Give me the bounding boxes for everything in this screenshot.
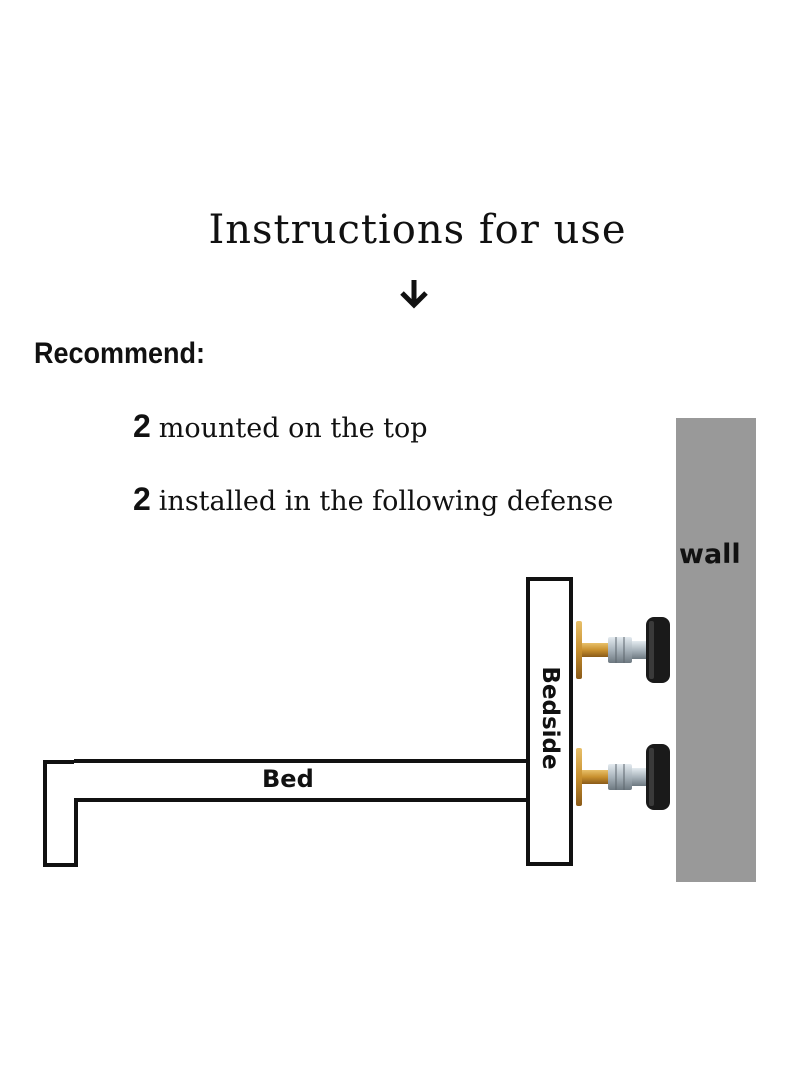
recommend-heading: Recommend: xyxy=(34,337,206,370)
recommend-item-count: 2 xyxy=(133,481,151,517)
recommend-item-count: 2 xyxy=(133,408,151,444)
bed-label: Bed xyxy=(262,765,314,793)
recommend-item-text: installed in the following defense xyxy=(158,486,614,517)
bed-stopper-icon xyxy=(576,744,670,810)
bedside-headboard xyxy=(526,577,573,866)
bed-stopper-icon xyxy=(576,617,670,683)
wall xyxy=(676,418,756,882)
down-arrow-icon xyxy=(400,280,428,309)
bedside-label: Bedside xyxy=(537,666,563,770)
bed-rail xyxy=(74,759,530,802)
wall-label: wall xyxy=(679,539,741,570)
bed-footboard xyxy=(43,760,78,867)
page-title: Instructions for use xyxy=(208,207,627,253)
recommend-item-text: mounted on the top xyxy=(158,413,428,444)
